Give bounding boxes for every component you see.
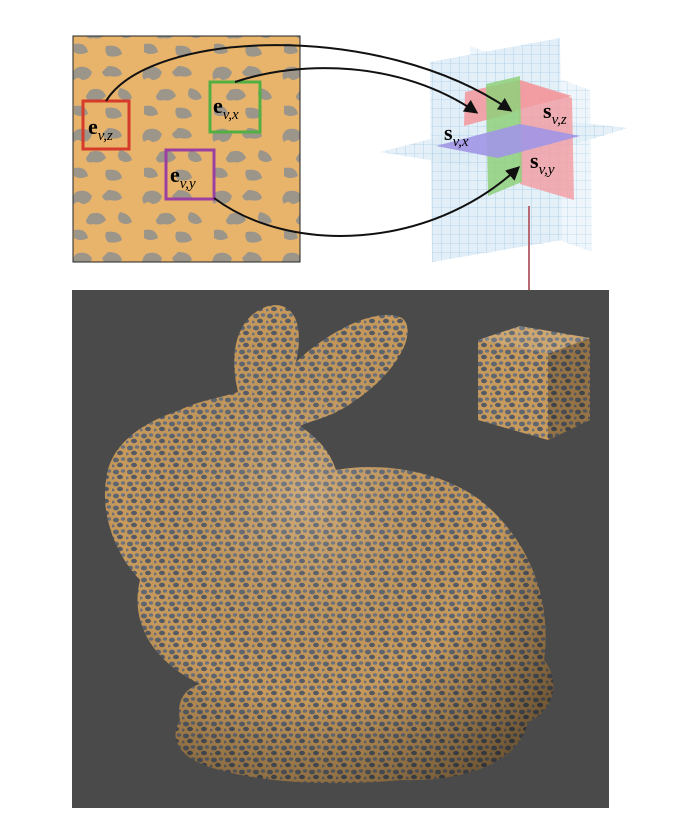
- label-e-vz: ev,z: [88, 114, 113, 144]
- label-s-vy: sv,y: [530, 148, 555, 178]
- slice-planes: [380, 38, 628, 262]
- arrow-y: [213, 166, 521, 237]
- exemplar-box-y: [164, 148, 216, 201]
- label-e-vy: ev,y: [170, 162, 196, 192]
- arrow-x: [234, 67, 479, 114]
- label-s-vz: sv,z: [543, 98, 567, 128]
- label-e-vx: ev,x: [213, 93, 239, 123]
- label-s-vx: sv,x: [444, 120, 469, 150]
- slice-y: [436, 124, 580, 158]
- arrow-z: [105, 44, 513, 112]
- textured-cube: [478, 326, 590, 440]
- textured-bunny: [104, 305, 554, 784]
